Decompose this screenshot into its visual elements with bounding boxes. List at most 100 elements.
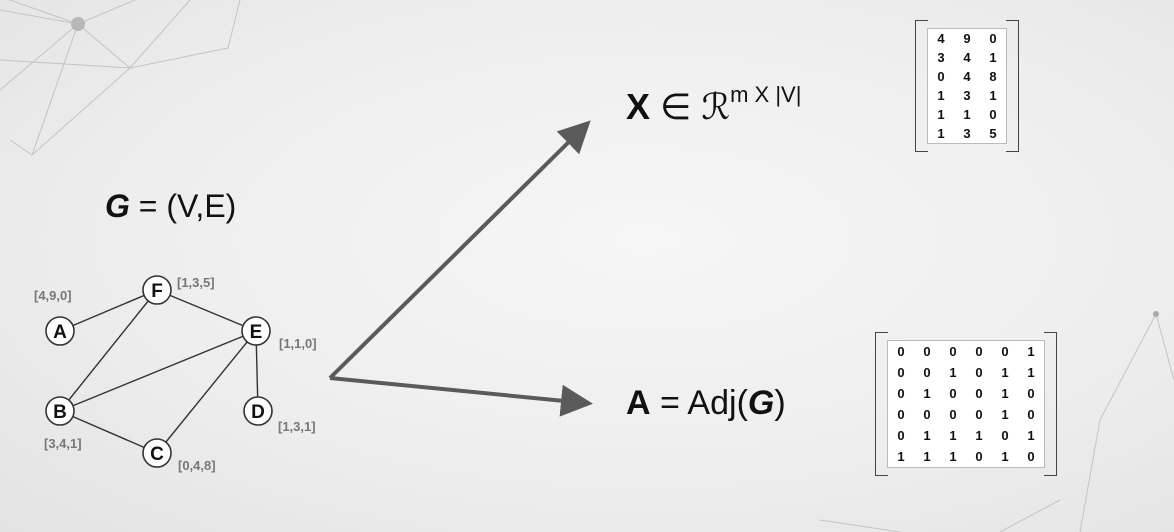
node-label: C <box>150 444 164 465</box>
feature-matrix-cell: 3 <box>963 126 971 141</box>
feature-matrix-cell: 0 <box>989 107 997 122</box>
feature-matrix-cell: 1 <box>937 88 945 103</box>
feature-matrix-cell: 1 <box>937 126 945 141</box>
adjacency-matrix-cell: 0 <box>1027 407 1035 422</box>
graph-definition: = (V,E) <box>129 188 237 224</box>
feature-matrix-row: 4 9 0 <box>928 29 1007 49</box>
adjacency-matrix-cell: 1 <box>1001 386 1009 401</box>
feature-matrix-cell: 1 <box>963 107 971 122</box>
adjacency-matrix-cell: 0 <box>897 386 905 401</box>
node-circle <box>142 438 172 468</box>
adjacency-matrix-cell: 0 <box>1001 344 1009 359</box>
adjacency-matrix-cell: 1 <box>975 428 983 443</box>
adjacency-matrix-cell: 0 <box>897 365 905 380</box>
adjacency-matrix-cell: 0 <box>975 344 983 359</box>
feature-matrix-cell: 0 <box>989 31 997 46</box>
left-bracket <box>875 332 888 476</box>
graph-formula: G = (V,E) <box>105 188 236 225</box>
feature-matrix-cell: 5 <box>989 126 997 141</box>
adjacency-matrix-cell: 1 <box>923 449 931 464</box>
node-label: E <box>250 322 263 343</box>
node-label: D <box>251 402 265 423</box>
graph-edge-A-F <box>59 289 158 332</box>
adjacency-matrix-cell: 0 <box>897 407 905 422</box>
graph-node-B: B[3,4,1] <box>44 396 82 451</box>
feature-matrix-cell: 8 <box>989 69 997 84</box>
node-circle <box>142 275 172 305</box>
graph-node-F: F [1,3,5] <box>142 275 215 305</box>
node-label: F <box>151 281 163 302</box>
feature-symbol: X <box>626 86 651 127</box>
node-feature-vector: [0,4,8] <box>178 458 216 473</box>
adjacency-matrix-cell: 0 <box>897 428 905 443</box>
feature-matrix-row: 1 3 5 <box>928 124 1007 144</box>
adjacency-matrix-cell: 0 <box>975 407 983 422</box>
adjacency-matrix-cell: 1 <box>1001 407 1009 422</box>
feature-matrix-cell: 4 <box>963 50 971 65</box>
graph-node-A: A[4,9,0] <box>34 288 75 346</box>
feature-dimensions: m X |V| <box>730 82 802 107</box>
graph-edge-E-C <box>156 330 257 454</box>
adjacency-formula: A = Adj(G) <box>626 384 786 423</box>
adjacency-matrix-cell: 0 <box>1027 449 1035 464</box>
feature-matrix-cell: 4 <box>937 31 945 46</box>
feature-matrix-cell: 4 <box>963 69 971 84</box>
feature-matrix-row: 1 3 1 <box>928 86 1007 105</box>
right-bracket <box>1044 332 1057 476</box>
node-feature-vector: [1,3,5] <box>177 275 215 290</box>
adjacency-matrix-cell: 0 <box>923 407 931 422</box>
feature-matrix-cell: 3 <box>963 88 971 103</box>
adjacency-matrix-cell: 1 <box>923 386 931 401</box>
feature-matrix-cell: 9 <box>963 31 971 46</box>
adjacency-matrix-cell: 1 <box>949 428 957 443</box>
node-circle <box>243 396 273 426</box>
adjacency-close: ) <box>774 384 786 422</box>
adjacency-matrix-cell: 0 <box>897 344 905 359</box>
adjacency-graph-symbol: G <box>747 384 775 422</box>
node-circle <box>45 316 75 346</box>
feature-space: ∈ ℛ <box>650 86 731 127</box>
adjacency-matrix-cell: 1 <box>949 449 957 464</box>
feature-matrix-row: 1 1 0 <box>928 105 1007 124</box>
adjacency-function: = Adj( <box>650 384 748 422</box>
adjacency-matrix-cell: 1 <box>1001 365 1009 380</box>
feature-matrix-cell: 1 <box>989 88 997 103</box>
node-feature-vector: [1,1,0] <box>279 336 317 351</box>
adjacency-matrix-cell: 0 <box>1001 428 1009 443</box>
adjacency-matrix-cell: 0 <box>949 344 957 359</box>
node-feature-vector: [1,3,1] <box>278 419 316 434</box>
feature-matrix-cell: 3 <box>937 50 945 65</box>
adjacency-matrix-cell: 0 <box>949 386 957 401</box>
adjacency-matrix-cell: 1 <box>1027 428 1035 443</box>
adjacency-matrix-cell: 1 <box>897 449 905 464</box>
adjacency-matrix-cell: 0 <box>975 449 983 464</box>
graph-node-E: E [1,1,0] <box>241 316 317 351</box>
feature-matrix-row: 3 4 1 <box>928 48 1007 67</box>
adjacency-symbol: A <box>626 384 651 422</box>
adjacency-matrix-cell: 1 <box>923 428 931 443</box>
arrow-to-feature-matrix <box>328 120 591 380</box>
adjacency-matrix-cell: 1 <box>1027 344 1035 359</box>
graph-symbol: G <box>105 188 130 224</box>
feature-matrix-cell: 1 <box>937 107 945 122</box>
graph-edge-F-E <box>156 289 257 332</box>
graph-edge-B-E <box>59 330 257 412</box>
adjacency-matrix-cell: 0 <box>923 344 931 359</box>
node-circle <box>241 316 271 346</box>
node-circle <box>45 396 75 426</box>
feature-matrix-cell: 1 <box>989 50 997 65</box>
arrow-to-adjacency-matrix <box>329 376 593 417</box>
node-label: B <box>53 402 67 423</box>
graph-edge-F-B <box>59 289 158 412</box>
graph-node-C: C [0,4,8] <box>142 438 216 473</box>
